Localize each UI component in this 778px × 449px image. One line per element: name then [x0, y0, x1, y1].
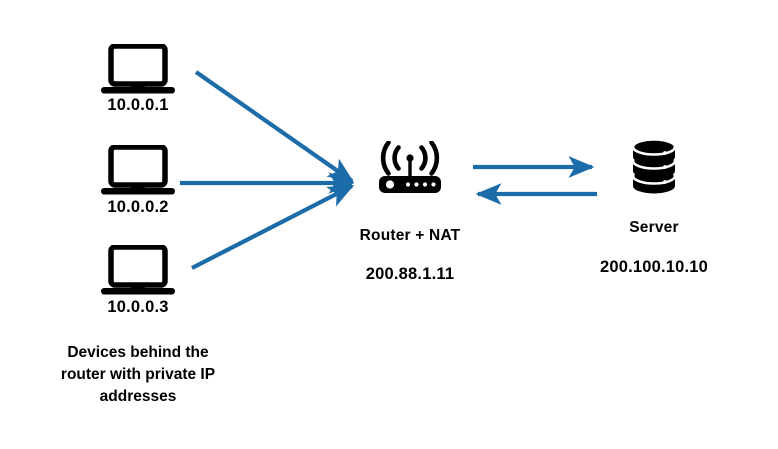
client-3-icon	[100, 245, 176, 297]
server-name-label: Server	[629, 219, 679, 236]
laptop-icon	[101, 245, 175, 295]
laptop-icon	[101, 44, 175, 94]
server-icon-wrap	[631, 138, 677, 196]
wifi-router-icon	[379, 141, 441, 193]
client-2-ip-label: 10.0.0.2	[107, 198, 169, 216]
database-server-icon	[631, 138, 677, 194]
laptop-icon	[101, 145, 175, 195]
client-2-icon	[100, 145, 176, 197]
server-ip-label: 200.100.10.10	[599, 258, 709, 276]
router-icon-wrap	[374, 141, 446, 197]
client-1-icon	[100, 44, 176, 96]
arrow-client1-to-router	[194, 70, 355, 183]
router-name-label: Router + NAT	[359, 227, 461, 244]
client-3-ip-label: 10.0.0.3	[107, 298, 169, 316]
caption-line-1: Devices behind the	[67, 344, 209, 361]
router-ip-label: 200.88.1.11	[365, 265, 455, 283]
caption-line-2: router with private IP	[60, 366, 216, 383]
caption-line-3: addresses	[99, 388, 177, 405]
arrow-client3-to-router	[191, 184, 355, 270]
clients-caption: Devices behind the router with private I…	[23, 342, 253, 408]
client-1-ip-label: 10.0.0.1	[107, 96, 169, 114]
